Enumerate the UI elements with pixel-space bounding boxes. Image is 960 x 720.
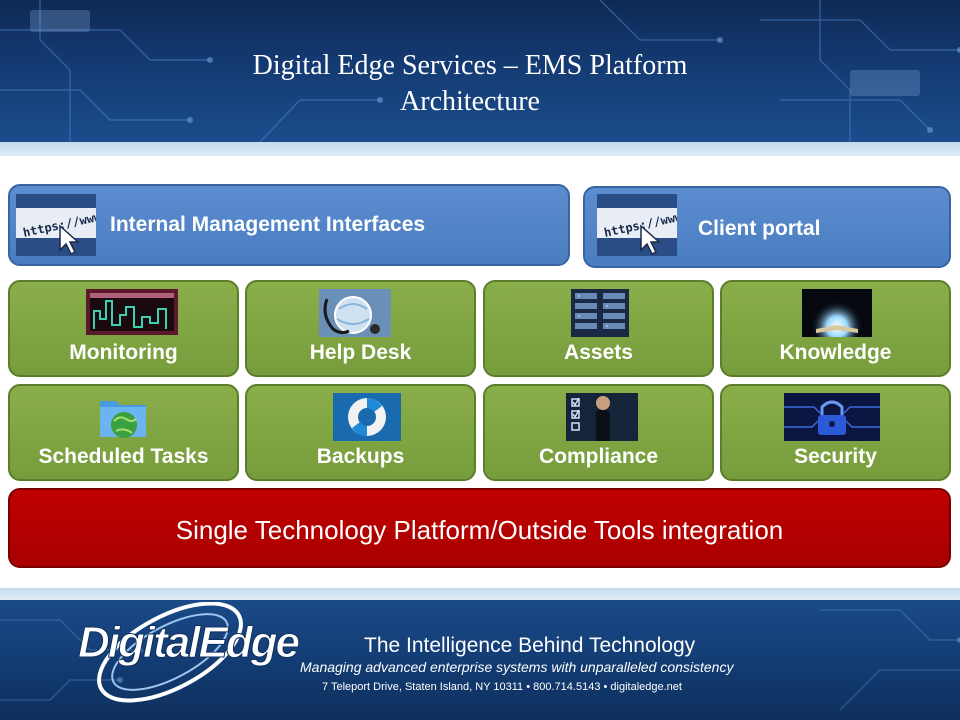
lifebuoy-icon: [333, 393, 401, 441]
module-label: Compliance: [538, 445, 659, 468]
client-portal-label: Client portal: [698, 217, 821, 240]
module-compliance: Compliance: [483, 384, 714, 481]
digital-edge-logo: [97, 602, 243, 703]
client-portal-box: https://www Client portal: [583, 186, 951, 268]
module-label: Assets: [564, 341, 633, 364]
checklist-icon: [566, 393, 638, 441]
padlock-circuit-icon: [784, 393, 880, 441]
https-browser-icon: https://www: [597, 194, 677, 256]
helpdesk-globe-icon: [319, 289, 391, 337]
module-label: Security: [794, 445, 877, 468]
module-label: Monitoring: [69, 341, 178, 364]
https-browser-icon: https://www: [16, 194, 96, 256]
title-line-2: Architecture: [400, 86, 540, 117]
page-title: Digital Edge Services – EMS Platform Arc…: [180, 48, 760, 120]
module-backups: Backups: [245, 384, 476, 481]
monitoring-screen-icon: [86, 289, 178, 335]
logo-wordmark: DigitalEdge: [77, 618, 300, 668]
header-band: Digital Edge Services – EMS Platform Arc…: [0, 0, 960, 142]
folder-globe-icon: [100, 401, 146, 438]
module-label: Help Desk: [309, 341, 412, 364]
circuit-background: [0, 0, 960, 142]
circuit-background: [0, 609, 960, 711]
platform-bar: Single Technology Platform/Outside Tools…: [8, 488, 951, 568]
module-label: Scheduled Tasks: [38, 445, 209, 468]
footer-tagline: The Intelligence Behind Technology: [364, 634, 696, 657]
title-line-1: Digital Edge Services – EMS Platform: [252, 50, 688, 81]
module-monitoring: Monitoring: [8, 280, 239, 377]
footer-band: DigitalEdge The Intelligence Behind Tech…: [0, 600, 960, 720]
internal-management-interfaces-box: https://www Internal Management Interfac…: [8, 184, 570, 266]
header-divider: [0, 142, 960, 156]
module-label: Backups: [316, 445, 405, 468]
footer-address: 7 Teleport Drive, Staten Island, NY 1031…: [322, 681, 682, 693]
server-rack-icon: [571, 289, 629, 337]
module-security: Security: [720, 384, 951, 481]
internal-management-interfaces-label: Internal Management Interfaces: [110, 213, 426, 236]
glowing-book-icon: [802, 289, 872, 337]
module-scheduled-tasks: Scheduled Tasks: [8, 384, 239, 481]
module-label: Knowledge: [779, 341, 892, 364]
footer-divider: [0, 588, 960, 600]
module-knowledge: Knowledge: [720, 280, 951, 377]
footer-subtagline: Managing advanced enterprise systems wit…: [300, 659, 734, 675]
platform-label: Single Technology Platform/Outside Tools…: [175, 515, 784, 545]
module-assets: Assets: [483, 280, 714, 377]
module-help-desk: Help Desk: [245, 280, 476, 377]
